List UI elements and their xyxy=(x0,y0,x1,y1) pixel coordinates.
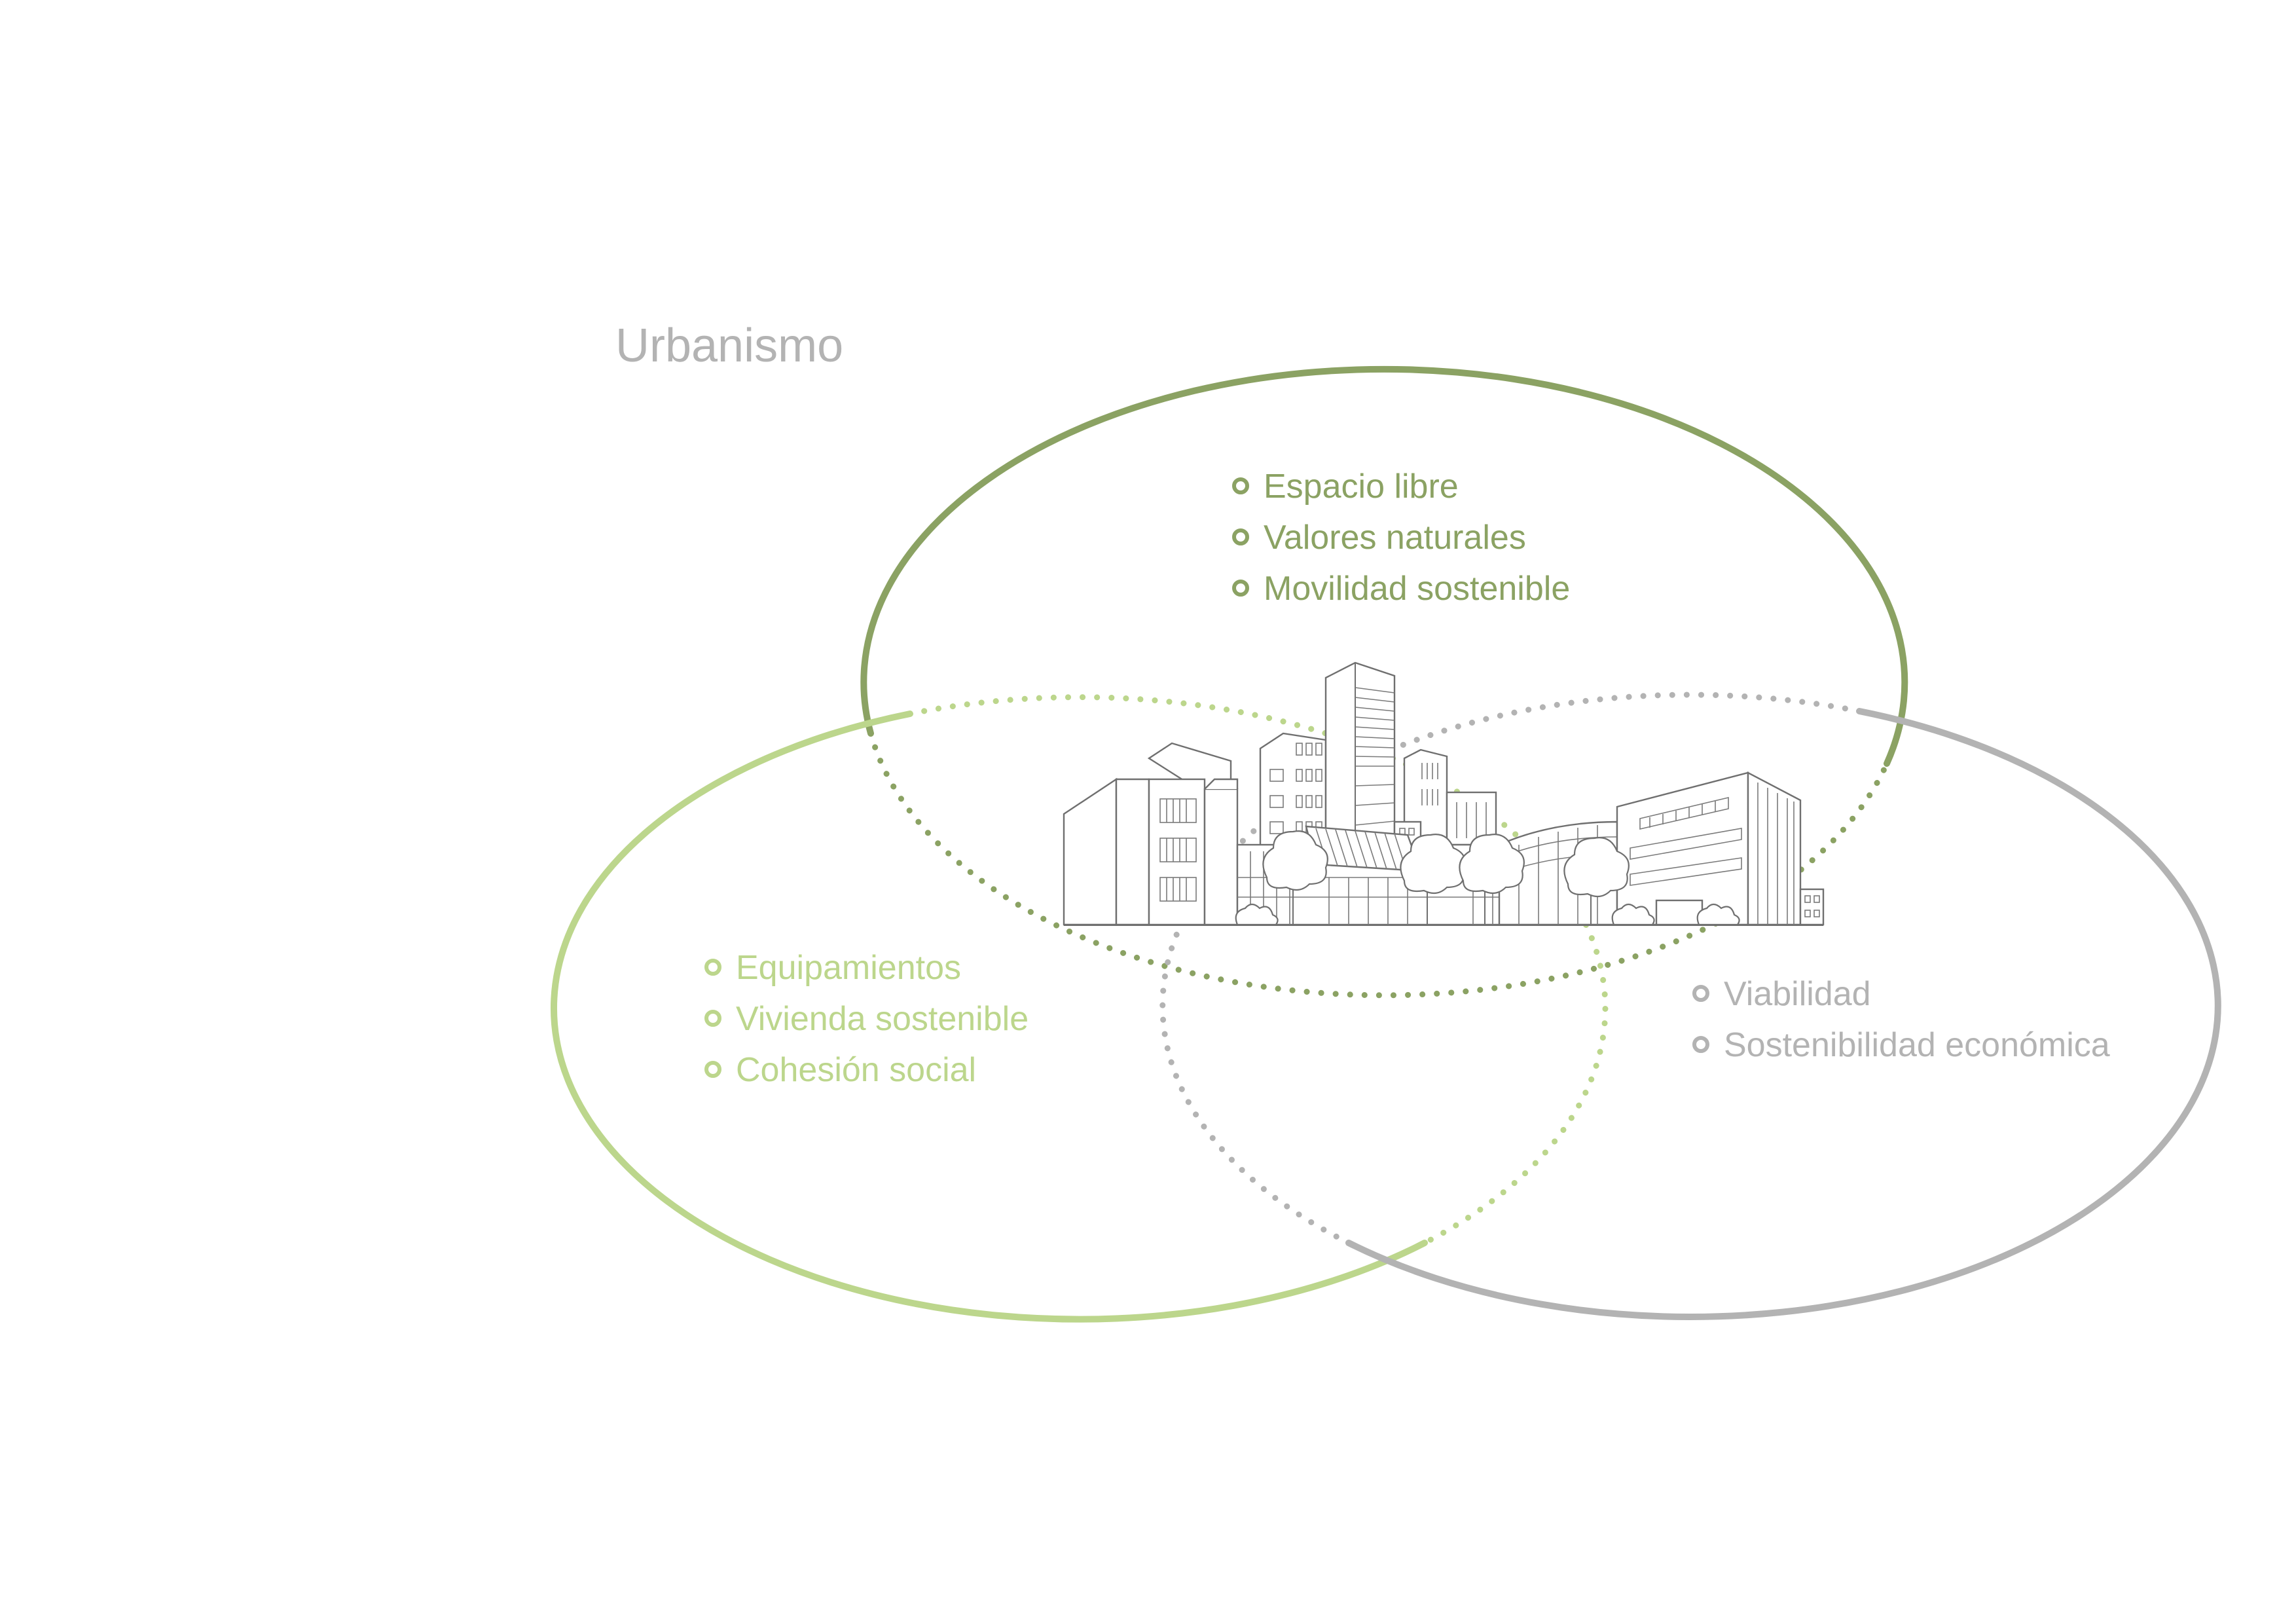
bullet-icon xyxy=(704,1010,721,1027)
page-title: Urbanismo xyxy=(615,320,843,372)
list-item: Viabilidad xyxy=(1724,975,1871,1013)
list-environmental: Espacio libre Valores naturales Movilida… xyxy=(1232,468,1570,608)
bullet-icon xyxy=(1692,1036,1709,1053)
tree-icon xyxy=(1459,834,1525,925)
bullet-icon xyxy=(1232,580,1249,597)
bullet-icon xyxy=(1232,477,1249,494)
bullet-icon xyxy=(1692,985,1709,1002)
list-item: Sostenibilidad económica xyxy=(1724,1026,2110,1064)
ellipse-environmental xyxy=(860,365,1908,767)
ellipse-economic xyxy=(1345,708,2221,1320)
list-item: Cohesión social xyxy=(736,1051,976,1089)
tree-icon xyxy=(1262,830,1328,925)
list-item: Valores naturales xyxy=(1264,519,1526,557)
list-item: Movilidad sostenible xyxy=(1264,570,1570,608)
list-social: Equipamientos Vivienda sostenible Cohesi… xyxy=(704,949,1029,1089)
ellipse-social xyxy=(551,710,1428,1323)
bullet-icon xyxy=(704,1061,721,1078)
list-item: Espacio libre xyxy=(1264,468,1459,506)
list-item: Vivienda sostenible xyxy=(736,1000,1029,1038)
list-item: Equipamientos xyxy=(736,949,961,987)
bullet-icon xyxy=(1232,528,1249,545)
list-economic: Viabilidad Sostenibilidad económica xyxy=(1692,975,2110,1064)
ellipse-social-dotted xyxy=(907,694,1609,1246)
tree-icon xyxy=(1563,837,1630,925)
city-skyline-illustration xyxy=(1063,661,1825,926)
bullet-icon xyxy=(704,959,721,976)
